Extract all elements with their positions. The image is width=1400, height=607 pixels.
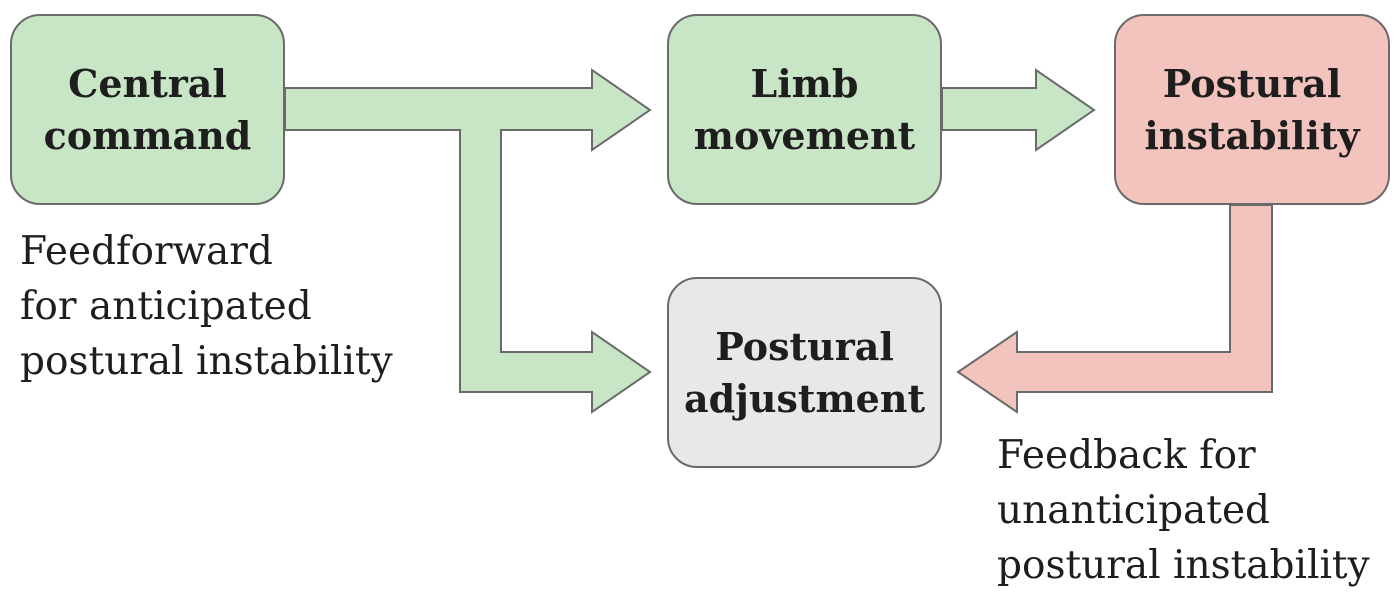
feedforward-caption-line2: for anticipated	[20, 284, 312, 329]
postural-instability-line1: Postural	[1162, 60, 1342, 106]
postural-instability-box: Postural instability	[1114, 14, 1390, 205]
feedback-caption: Feedback for unanticipated postural inst…	[997, 428, 1370, 593]
feedforward-arrow	[284, 68, 652, 414]
feedback-caption-line3: postural instability	[997, 543, 1370, 588]
central-command-line1: Central	[68, 60, 227, 106]
limb-movement-line1: Limb	[750, 60, 859, 106]
postural-instability-line2: instability	[1144, 112, 1360, 158]
limb-to-instability-arrow	[941, 68, 1096, 152]
feedforward-caption-line1: Feedforward	[20, 229, 273, 274]
feedback-arrow	[956, 204, 1273, 414]
feedforward-caption-line3: postural instability	[20, 339, 393, 384]
central-command-line2: command	[43, 112, 252, 158]
postural-adjustment-line2: adjustment	[683, 375, 926, 421]
postural-adjustment-line1: Postural	[715, 323, 894, 369]
central-command-box: Central command	[10, 14, 285, 205]
feedback-caption-line1: Feedback for	[997, 433, 1256, 478]
feedback-caption-line2: unanticipated	[997, 488, 1270, 533]
limb-movement-box: Limb movement	[667, 14, 942, 205]
limb-movement-line2: movement	[693, 112, 916, 158]
feedforward-caption: Feedforward for anticipated postural ins…	[20, 224, 393, 389]
postural-adjustment-box: Postural adjustment	[667, 277, 942, 468]
